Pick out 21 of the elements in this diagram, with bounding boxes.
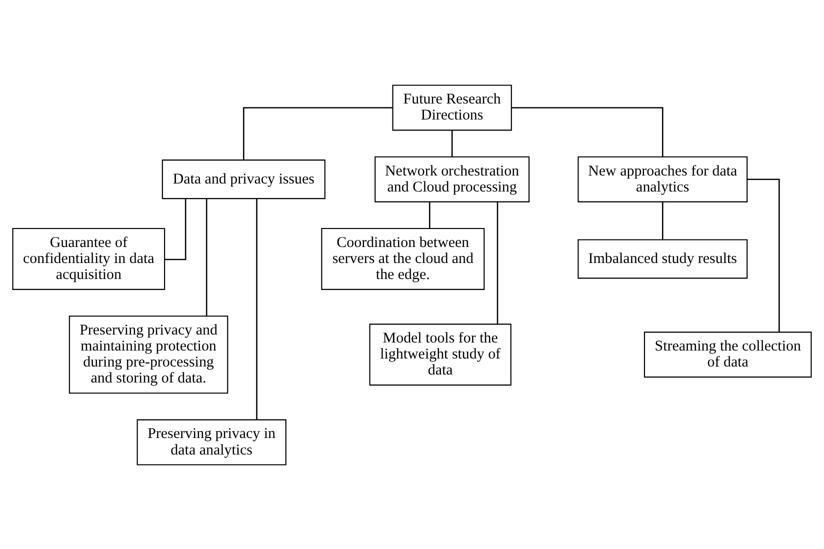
connector — [451, 130, 453, 156]
node-box: Future Research Directions — [392, 84, 512, 130]
node-box: Model tools for the lightweight study of data — [369, 323, 512, 386]
connector — [496, 201, 498, 324]
connector — [747, 178, 780, 332]
connector — [662, 201, 664, 239]
node-box: Coordination between servers at the cloud and the edge. — [321, 227, 485, 290]
node-box: New approaches for data analytics — [578, 156, 748, 202]
node-box: Preserving privacy in data analytics — [136, 418, 286, 465]
node-box: Guarantee of confidentiality in data acquisition — [12, 227, 166, 290]
connector — [256, 198, 258, 420]
connector — [165, 198, 186, 260]
node-box: Preserving privacy and maintaining protection during pre-processing and storing of data. — [68, 315, 228, 394]
node-box: Network orchestration and Cloud processing — [374, 156, 530, 202]
connector — [429, 201, 430, 228]
node-box: Streaming the collection of data — [644, 331, 812, 378]
connector — [243, 106, 393, 160]
connector — [206, 198, 208, 316]
node-box: Data and privacy issues — [162, 159, 326, 199]
connector — [512, 106, 664, 156]
node-box: Imbalanced study results — [578, 238, 748, 278]
